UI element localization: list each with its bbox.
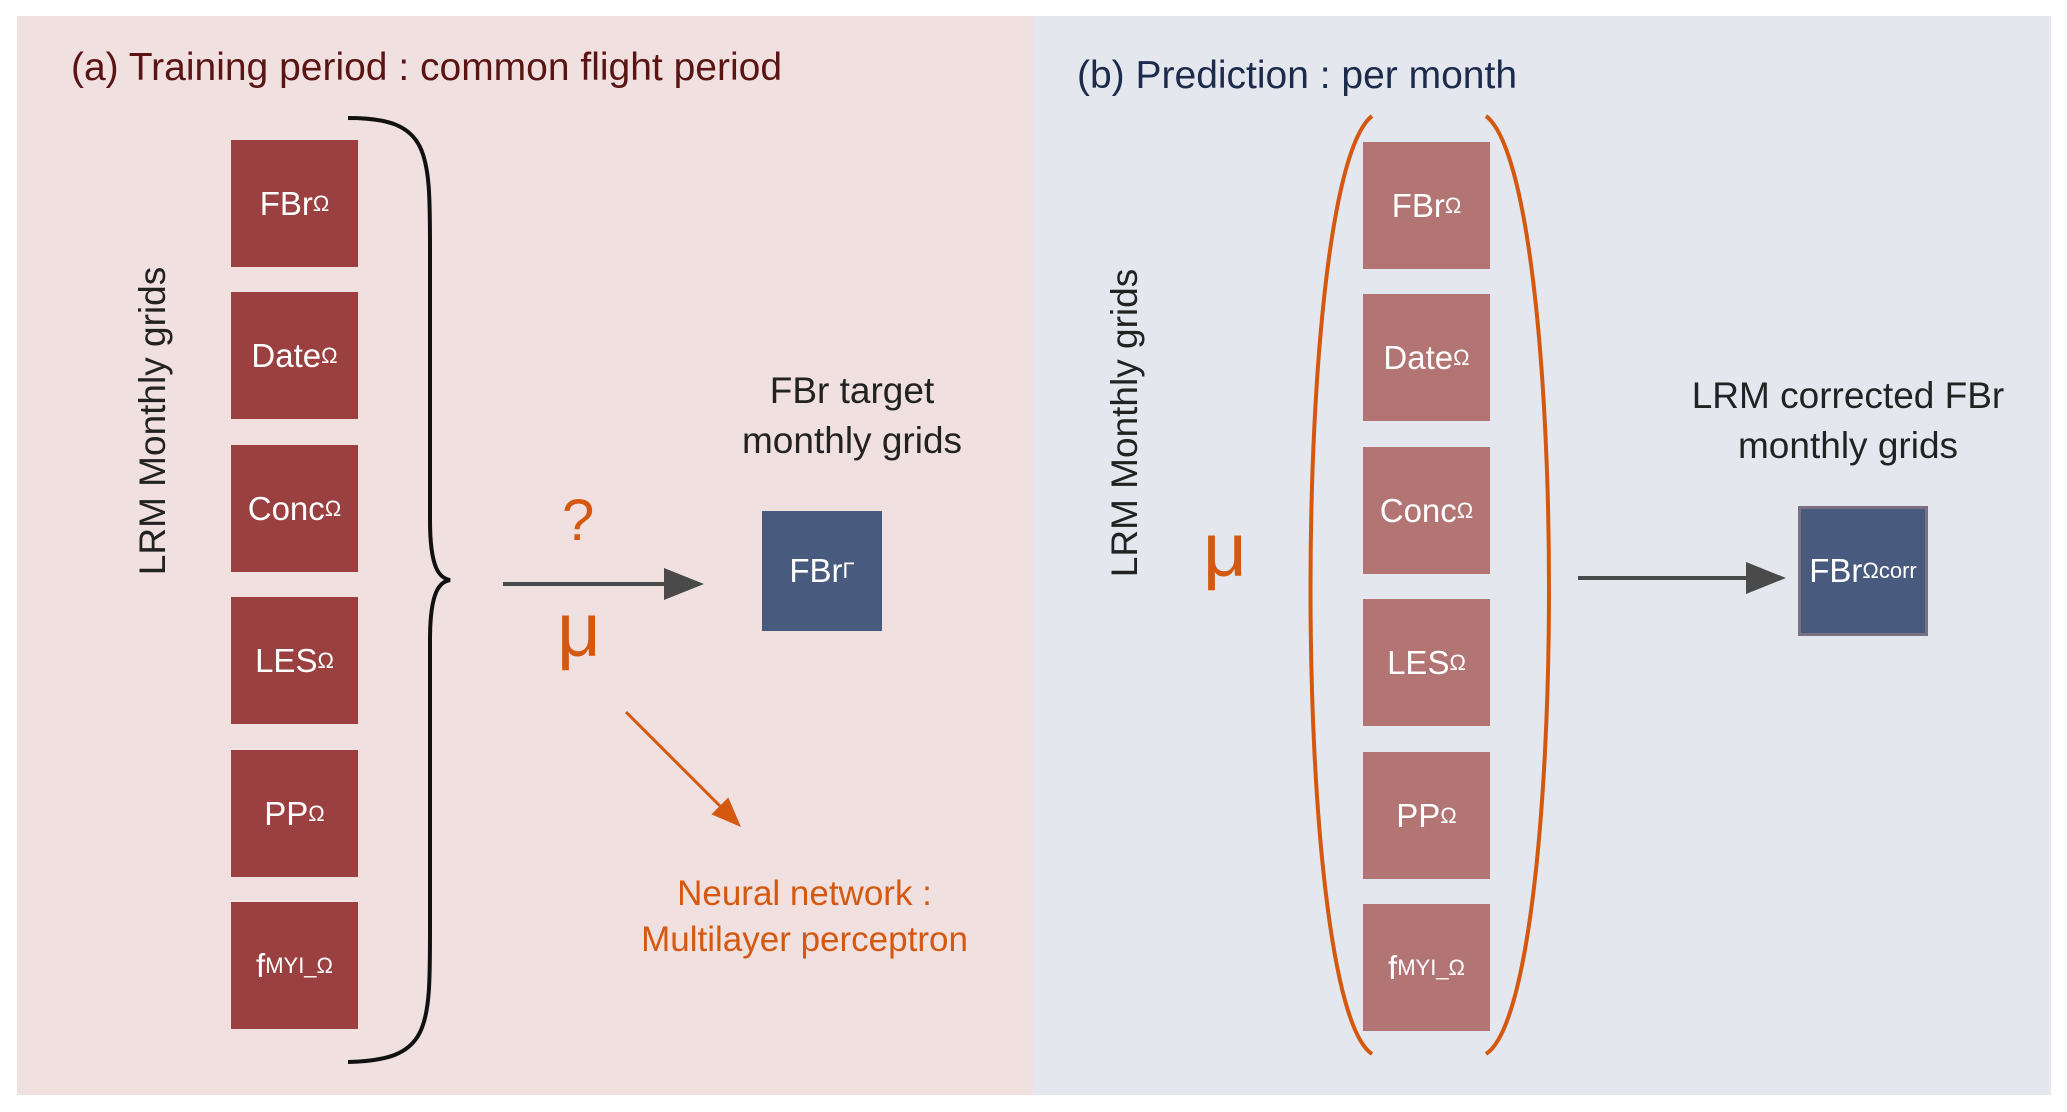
output-caption: LRM corrected FBr monthly grids bbox=[1663, 371, 2033, 471]
input-sub: Ω bbox=[1456, 497, 1474, 523]
output-base: FBr bbox=[1809, 552, 1863, 589]
input-sub: MYI_Ω bbox=[1397, 954, 1465, 980]
input-sub: Ω bbox=[1444, 192, 1462, 218]
training-panel: (a) Training period : common flight peri… bbox=[17, 16, 1033, 1095]
target-caption-line2: monthly grids bbox=[741, 420, 963, 461]
output-caption-line1: LRM corrected FBr bbox=[1691, 375, 2005, 416]
arrow-to-neural-network bbox=[624, 710, 741, 827]
nn-caption-line2: Multilayer perceptron bbox=[641, 920, 968, 959]
input-sub: Ω bbox=[312, 190, 330, 216]
input-sub: Ω bbox=[308, 800, 325, 826]
right-parenthesis bbox=[1484, 114, 1551, 1056]
input-sub: Ω bbox=[317, 647, 334, 673]
target-sub: Γ bbox=[842, 558, 855, 583]
input-base: f bbox=[256, 946, 266, 984]
input-sub: Ω bbox=[321, 342, 338, 368]
left-parenthesis bbox=[1308, 114, 1374, 1056]
mu-symbol-a: μ bbox=[557, 588, 601, 673]
input-base: Conc bbox=[1379, 491, 1457, 529]
input-sub: Ω bbox=[1449, 649, 1466, 675]
prediction-panel: (b) Prediction : per month LRM Monthly g… bbox=[1033, 16, 2051, 1095]
input-base: LES bbox=[255, 641, 318, 679]
input-base: LES bbox=[1387, 643, 1450, 681]
curly-brace bbox=[347, 116, 451, 1064]
input-sub: Ω bbox=[324, 495, 342, 521]
output-sub: Ωcorr bbox=[1862, 558, 1917, 583]
nn-caption-line1: Neural network : bbox=[677, 874, 932, 913]
input-base: FBr bbox=[259, 184, 313, 222]
target-base: FBr bbox=[789, 552, 843, 589]
neural-network-caption: Neural network : Multilayer perceptron bbox=[607, 871, 1002, 963]
training-panel-title: (a) Training period : common flight peri… bbox=[71, 46, 783, 89]
prediction-panel-title: (b) Prediction : per month bbox=[1077, 54, 1518, 97]
input-base: f bbox=[1388, 948, 1398, 986]
input-sub: Ω bbox=[1453, 344, 1470, 370]
input-sub: Ω bbox=[1440, 802, 1457, 828]
input-base: Conc bbox=[247, 489, 325, 527]
question-mark: ? bbox=[562, 488, 595, 553]
mu-symbol-b: μ bbox=[1203, 508, 1247, 593]
input-base: PP bbox=[264, 794, 309, 832]
input-sub: MYI_Ω bbox=[265, 952, 333, 978]
target-caption: FBr target monthly grids bbox=[697, 366, 1007, 466]
output-caption-line2: monthly grids bbox=[1737, 425, 1959, 466]
target-caption-line1: FBr target bbox=[769, 370, 935, 411]
input-base: PP bbox=[1396, 796, 1441, 834]
input-base: Date bbox=[1383, 338, 1454, 376]
input-base: Date bbox=[251, 336, 322, 374]
input-base: FBr bbox=[1391, 186, 1445, 224]
